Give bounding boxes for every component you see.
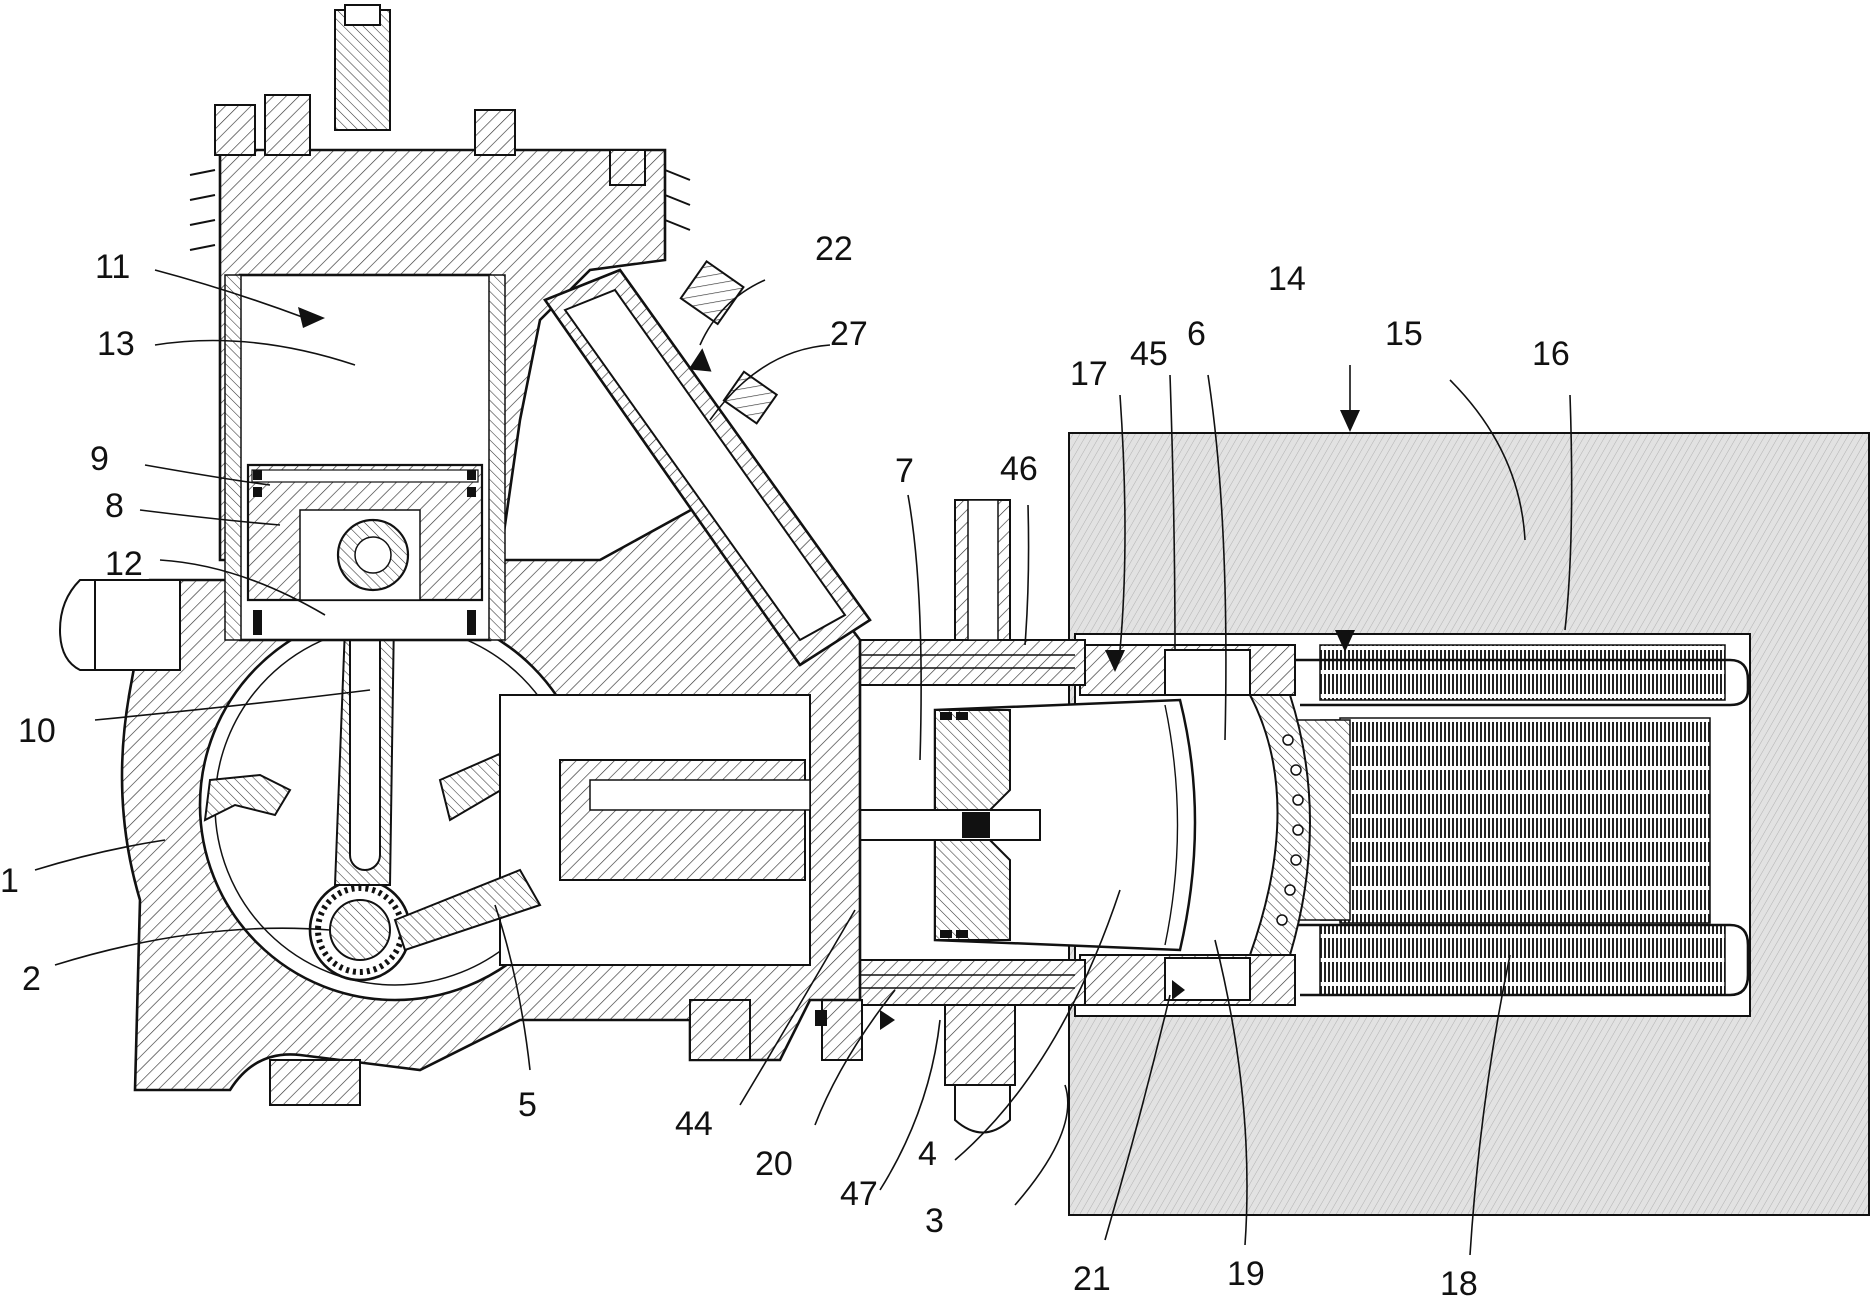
label-14: 14: [1268, 260, 1306, 298]
heat-exchanger: [1290, 645, 1748, 995]
label-11: 11: [95, 248, 130, 286]
label-27: 27: [830, 315, 868, 353]
label-15: 15: [1385, 315, 1423, 353]
label-19: 19: [1227, 1255, 1265, 1293]
label-2: 2: [22, 960, 41, 998]
label-1: 1: [0, 862, 19, 900]
label-4: 4: [918, 1135, 937, 1173]
label-3: 3: [925, 1202, 944, 1240]
label-45: 45: [1130, 335, 1168, 373]
label-13: 13: [97, 325, 135, 363]
label-22: 22: [815, 230, 853, 268]
label-44: 44: [675, 1105, 713, 1143]
arrow-14: [1340, 410, 1360, 432]
label-21: 21: [1073, 1260, 1111, 1298]
label-20: 20: [755, 1145, 793, 1183]
label-5: 5: [518, 1086, 537, 1124]
label-6: 6: [1187, 315, 1206, 353]
label-7: 7: [895, 452, 914, 490]
label-18: 18: [1440, 1265, 1478, 1303]
label-8: 8: [105, 487, 124, 525]
label-16: 16: [1532, 335, 1570, 373]
label-47: 47: [840, 1175, 878, 1213]
label-12: 12: [105, 545, 143, 583]
label-10: 10: [18, 712, 56, 750]
label-46: 46: [1000, 450, 1038, 488]
label-9: 9: [90, 440, 109, 478]
label-17: 17: [1070, 355, 1108, 393]
